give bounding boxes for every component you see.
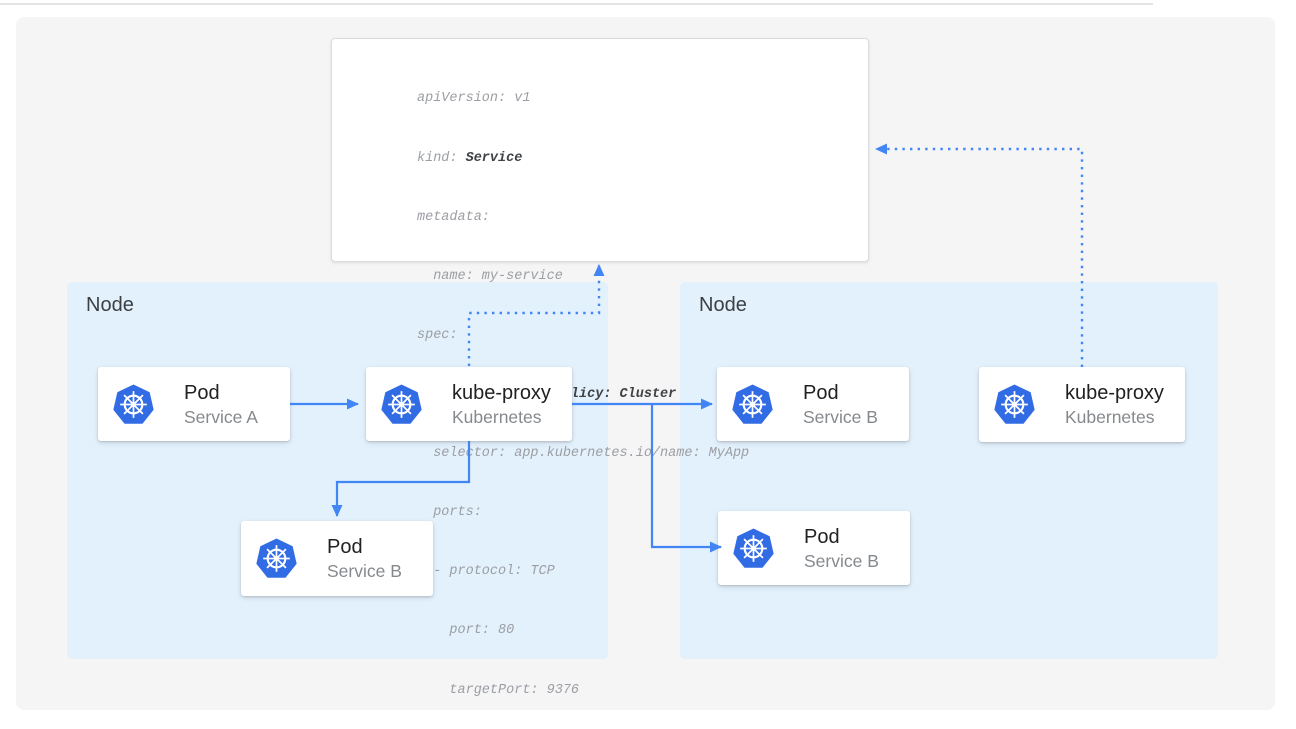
card-text: kube-proxy Kubernetes	[1065, 380, 1164, 429]
yaml-line: selector: app.kubernetes.io/name: MyApp	[417, 446, 750, 462]
top-divider-line	[0, 3, 1153, 5]
card-subtitle: Service B	[803, 406, 878, 427]
yaml-line: - protocol: TCP	[417, 564, 555, 580]
card-text: Pod Service B	[327, 534, 402, 583]
card-subtitle: Kubernetes	[452, 406, 542, 427]
card-pod-service-a: Pod Service A	[98, 367, 290, 441]
card-subtitle: Service B	[327, 561, 402, 581]
card-title: Pod	[804, 525, 840, 548]
card-pod-service-b-right-top: Pod Service B	[717, 367, 909, 441]
kubernetes-icon	[732, 527, 775, 570]
yaml-line: port: 80	[417, 623, 515, 639]
kubernetes-icon	[380, 383, 423, 426]
yaml-line: name: my-service	[417, 268, 563, 284]
card-kube-proxy-right: kube-proxy Kubernetes	[979, 367, 1185, 442]
service-yaml-card: apiVersion: v1 kind: Service metadata: n…	[331, 38, 869, 698]
card-text: Pod Service B	[804, 524, 879, 573]
node-label: Node	[86, 294, 134, 316]
yaml-line: kind: Service	[417, 150, 523, 166]
yaml-line: targetPort: 9376	[417, 682, 580, 698]
card-subtitle: Kubernetes	[1065, 407, 1155, 427]
kubernetes-icon	[255, 537, 298, 580]
card-text: Pod Service A	[184, 380, 258, 429]
kubernetes-icon	[112, 383, 155, 426]
yaml-line: apiVersion: v1	[417, 91, 531, 107]
card-subtitle: Service A	[184, 406, 258, 427]
card-text: kube-proxy Kubernetes	[452, 380, 551, 429]
yaml-line: spec:	[417, 327, 458, 343]
kubernetes-icon	[731, 383, 774, 426]
card-text: Pod Service B	[803, 380, 878, 429]
card-pod-service-b-left: Pod Service B	[241, 521, 433, 596]
card-title: Pod	[184, 381, 220, 404]
card-subtitle: Service B	[804, 550, 879, 571]
card-title: Pod	[803, 381, 839, 404]
yaml-line: metadata:	[417, 209, 490, 225]
card-title: Pod	[327, 536, 363, 558]
card-title: kube-proxy	[1065, 382, 1164, 404]
kubernetes-icon	[993, 383, 1036, 426]
card-title: kube-proxy	[452, 381, 551, 404]
card-pod-service-b-right-bottom: Pod Service B	[718, 511, 910, 585]
card-kube-proxy-left: kube-proxy Kubernetes	[366, 367, 572, 441]
node-label: Node	[699, 294, 747, 316]
